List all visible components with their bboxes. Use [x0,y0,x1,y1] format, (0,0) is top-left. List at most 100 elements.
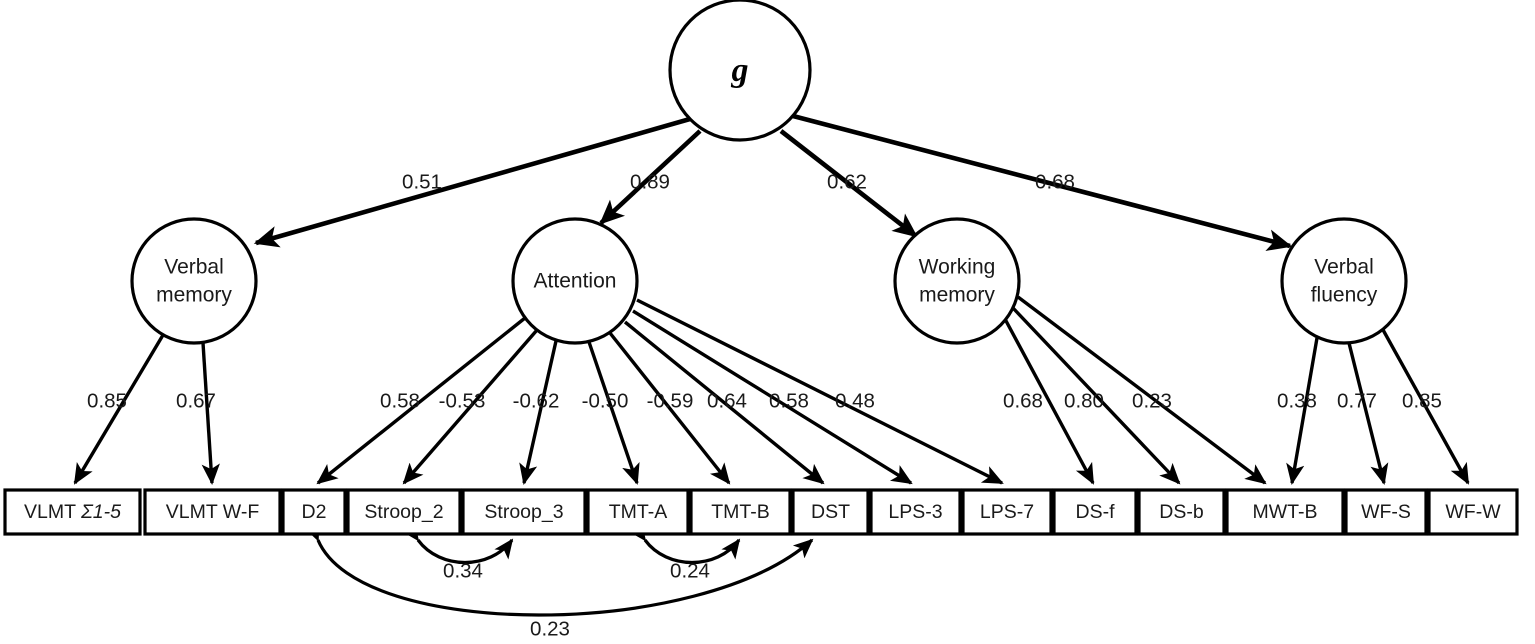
working-memory-label-line2: memory [919,284,995,307]
coef-attention-lps-3: 0.58 [769,389,809,412]
path-g-to-verbal-fluency [792,113,1293,251]
path-working-memory-to-ds-b [1011,306,1181,485]
lps-3-label: LPS-3 [888,501,942,523]
node-verbal-fluency[interactable]: Verbal fluency [1280,217,1408,345]
tmt-b-box[interactable] [689,488,792,536]
g-circle[interactable] [668,0,812,142]
path-verbal-fluency-to-mwt-b [1286,337,1319,486]
ds-f-label: DS-f [1076,501,1116,523]
wf-s-label: WF-S [1361,501,1411,523]
coef-attention-stroop-3: -0.62 [513,389,560,412]
working-memory-circle[interactable] [893,217,1021,345]
ds-f-box[interactable] [1052,488,1138,536]
mwt-b-box[interactable] [1225,488,1345,536]
verbal-fluency-label-line1: Verbal [1314,256,1374,279]
indicator-d2[interactable]: D2 [281,488,347,536]
tmt-a-label: TMT-A [609,501,668,523]
indicator-tmt-a[interactable]: TMT-A [586,488,690,536]
coef-working-memory-ds-f: 0.68 [1003,389,1043,412]
indicator-lps-7[interactable]: LPS-7 [961,488,1053,536]
coef-verbal-memory-vlmt-sum: 0.85 [87,389,127,412]
indicator-boxes: VLMT Σ1-5 VLMT W-F D2 Stroop_2 Stroop_3 … [3,488,1519,536]
indicator-vlmt-sum[interactable]: VLMT Σ1-5 [3,488,142,536]
curve-d2-dst [303,520,814,617]
node-working-memory[interactable]: Working memory [893,217,1021,345]
coef-corr-d2-dst: 0.23 [530,617,570,640]
factor-to-indicator-paths [73,295,1470,486]
g-loading-labels: 0.51 0.89 0.62 0.68 [402,170,1075,193]
coef-g-attention: 0.89 [630,170,670,193]
indicator-vlmt-wf[interactable]: VLMT W-F [143,488,282,536]
correlation-paths [303,520,814,617]
path-attention-to-dst [623,320,825,485]
coef-verbal-fluency-wf-w: 0.85 [1402,389,1442,412]
wf-s-box[interactable] [1344,488,1428,536]
coef-g-verbal-fluency: 0.68 [1035,170,1075,193]
indicator-stroop-3[interactable]: Stroop_3 [461,488,587,536]
vlmt-sum-label-italic: Σ1-5 [80,501,121,523]
path-attention-to-stroop-2 [402,328,539,485]
coef-attention-lps-7: 0.48 [835,389,875,412]
path-attention-to-d2 [316,316,527,485]
path-working-memory-to-ds-f [1003,318,1095,485]
ds-b-label: DS-b [1159,501,1204,523]
node-attention[interactable]: Attention [511,217,639,345]
dst-box[interactable] [791,488,870,536]
vlmt-sum-label: VLMT Σ1-5 [24,501,121,523]
indicator-stroop-2[interactable]: Stroop_2 [346,488,462,536]
vlmt-sum-box[interactable] [3,488,142,536]
indicator-lps-3[interactable]: LPS-3 [869,488,962,536]
dst-label: DST [811,501,850,523]
d2-label: D2 [302,501,327,523]
path-g-to-attention [599,129,702,225]
path-verbal-fluency-to-wf-s [1347,342,1389,485]
coef-verbal-fluency-wf-s: 0.77 [1337,389,1377,412]
coef-g-working-memory: 0.62 [827,170,867,193]
coef-verbal-memory-vlmt-wf: 0.67 [176,389,216,412]
coef-working-memory-ds-b: 0.80 [1064,389,1104,412]
vlmt-wf-label: VLMT W-F [166,501,260,523]
coef-g-verbal-memory: 0.51 [402,170,442,193]
node-g[interactable]: g [668,0,812,142]
indicator-dst[interactable]: DST [791,488,870,536]
verbal-memory-label-line2: memory [156,284,232,307]
attention-circle[interactable] [511,217,639,345]
coef-attention-dst: 0.64 [707,389,747,412]
vlmt-wf-box[interactable] [143,488,282,536]
path-working-memory-to-mwt-b [1016,295,1267,485]
tmt-a-box[interactable] [586,488,690,536]
wf-w-label: WF-W [1445,501,1501,523]
coef-corr-tmt: 0.24 [670,559,710,582]
path-attention-to-tmt-b [608,331,731,485]
path-attention-to-lps-7 [636,298,1004,485]
stroop-2-label: Stroop_2 [364,501,443,523]
indicator-wf-s[interactable]: WF-S [1344,488,1428,536]
indicator-tmt-b[interactable]: TMT-B [689,488,792,536]
g-to-factor-paths [253,113,1293,251]
stroop-2-box[interactable] [346,488,462,536]
verbal-fluency-label-line2: fluency [1311,284,1378,307]
attention-label: Attention [534,270,617,293]
node-verbal-memory[interactable]: Verbal memory [130,217,258,345]
lps-7-box[interactable] [961,488,1053,536]
ds-b-box[interactable] [1137,488,1226,536]
indicator-wf-w[interactable]: WF-W [1427,488,1519,536]
wf-w-box[interactable] [1427,488,1519,536]
coef-working-memory-mwt-b: 0.23 [1132,389,1172,412]
lps-3-box[interactable] [869,488,962,536]
verbal-fluency-circle[interactable] [1280,217,1408,345]
stroop-3-box[interactable] [461,488,587,536]
indicator-ds-f[interactable]: DS-f [1052,488,1138,536]
coef-attention-d2: 0.58 [380,389,420,412]
indicator-mwt-b[interactable]: MWT-B [1225,488,1345,536]
d2-box[interactable] [281,488,347,536]
path-verbal-memory-to-vlmt-sum [73,334,165,485]
coef-attention-tmt-b: -0.59 [647,389,694,412]
verbal-memory-label-line1: Verbal [164,256,224,279]
indicator-loading-labels: 0.85 0.67 0.58 -0.53 -0.62 -0.50 -0.59 0… [87,389,1442,412]
verbal-memory-circle[interactable] [130,217,258,345]
indicator-ds-b[interactable]: DS-b [1137,488,1226,536]
path-g-to-verbal-memory [253,116,691,248]
